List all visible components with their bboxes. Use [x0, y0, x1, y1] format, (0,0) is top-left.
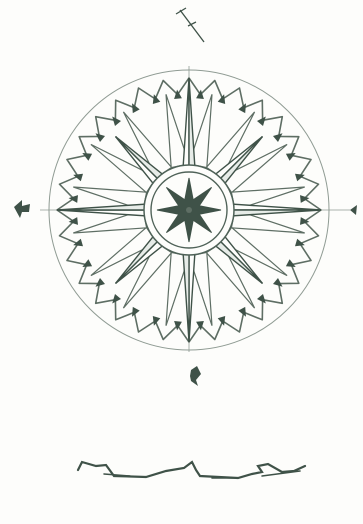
hub-dot	[186, 207, 192, 213]
ring-tooth	[238, 103, 246, 113]
ring-tooth	[132, 307, 140, 317]
ring-tooth	[273, 278, 283, 287]
ring-tooth	[257, 117, 266, 127]
south-marker-icon	[190, 366, 201, 386]
ring-tooth	[96, 278, 106, 287]
inner-star	[157, 178, 221, 242]
ring-tooth	[238, 307, 246, 317]
ring-tooth	[257, 294, 266, 304]
north-arrow-icon	[176, 8, 204, 42]
ring-tooth	[112, 294, 121, 304]
ring-tooth	[273, 133, 283, 142]
east-marker-icon	[350, 205, 357, 215]
west-marker-icon	[14, 200, 30, 218]
ring-tooth	[132, 103, 140, 113]
ring-tooth	[286, 259, 296, 267]
ring-tooth	[82, 259, 92, 267]
ring-tooth	[112, 117, 121, 127]
ring-tooth	[82, 153, 92, 161]
scale-bar-icon	[78, 462, 305, 478]
ring-tooth	[286, 153, 296, 161]
ring-tooth	[96, 133, 106, 142]
